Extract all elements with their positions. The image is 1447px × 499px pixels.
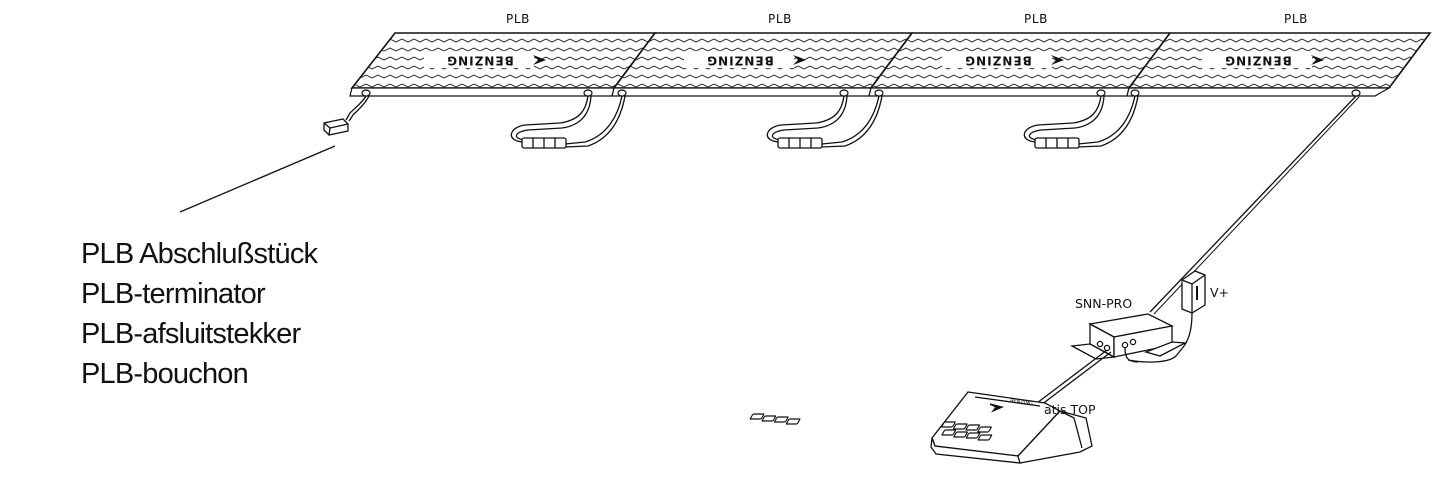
plb-panel-2: BENZING bbox=[611, 32, 914, 97]
terminator-leader-line bbox=[179, 145, 336, 213]
keypad-icon bbox=[749, 413, 993, 441]
terminal-brand-text: BENZING bbox=[1010, 398, 1034, 407]
panel-sockets bbox=[361, 89, 1361, 97]
plb-terminator bbox=[323, 95, 370, 136]
benzing-bird-logo-icon bbox=[989, 403, 1004, 413]
panel-label-4: PLB bbox=[1284, 12, 1308, 26]
benzing-bird-logo-icon bbox=[533, 55, 546, 65]
terminator-label-en: PLB-terminator bbox=[81, 278, 266, 310]
plb-panel-4: BENZING bbox=[1126, 32, 1432, 97]
panel-row: BENZING BENZING BENZING BENZING bbox=[349, 32, 1432, 97]
benzing-bird-logo-icon bbox=[793, 55, 806, 65]
snn-pro-box bbox=[1069, 313, 1188, 360]
panel-logo-text: BENZING bbox=[446, 54, 513, 68]
panel-label-3: PLB bbox=[1024, 12, 1048, 26]
plb-panel-3: BENZING bbox=[868, 32, 1172, 97]
power-supply bbox=[1127, 270, 1206, 363]
benzing-bird-logo-icon bbox=[1051, 55, 1064, 65]
snn-pro-label: SNN-PRO bbox=[1075, 296, 1132, 311]
panel-logo-text: BENZING bbox=[706, 54, 773, 68]
panel-label-1: PLB bbox=[506, 12, 530, 26]
terminator-label-nl: PLB-afsluitstekker bbox=[81, 318, 301, 350]
plb-panel-1: BENZING bbox=[349, 32, 657, 97]
panel-logo-text: BENZING bbox=[964, 54, 1031, 68]
terminator-label-list: PLB Abschlußstück PLB-terminator PLB-afs… bbox=[81, 234, 318, 394]
terminator-label-fr: PLB-bouchon bbox=[81, 358, 249, 390]
terminator-label-de: PLB Abschlußstück bbox=[81, 238, 318, 270]
terminal-label: atis TOP bbox=[1044, 402, 1096, 417]
panel-logo-text: BENZING bbox=[1224, 54, 1291, 68]
atis-top-terminal: BENZING bbox=[749, 391, 1093, 464]
terminal-cable bbox=[1036, 347, 1139, 406]
benzing-bird-logo-icon bbox=[1311, 55, 1324, 65]
power-label: V+ bbox=[1210, 285, 1229, 300]
panel-cables bbox=[510, 95, 1139, 149]
main-cable bbox=[1149, 95, 1357, 313]
panel-label-2: PLB bbox=[768, 12, 792, 26]
